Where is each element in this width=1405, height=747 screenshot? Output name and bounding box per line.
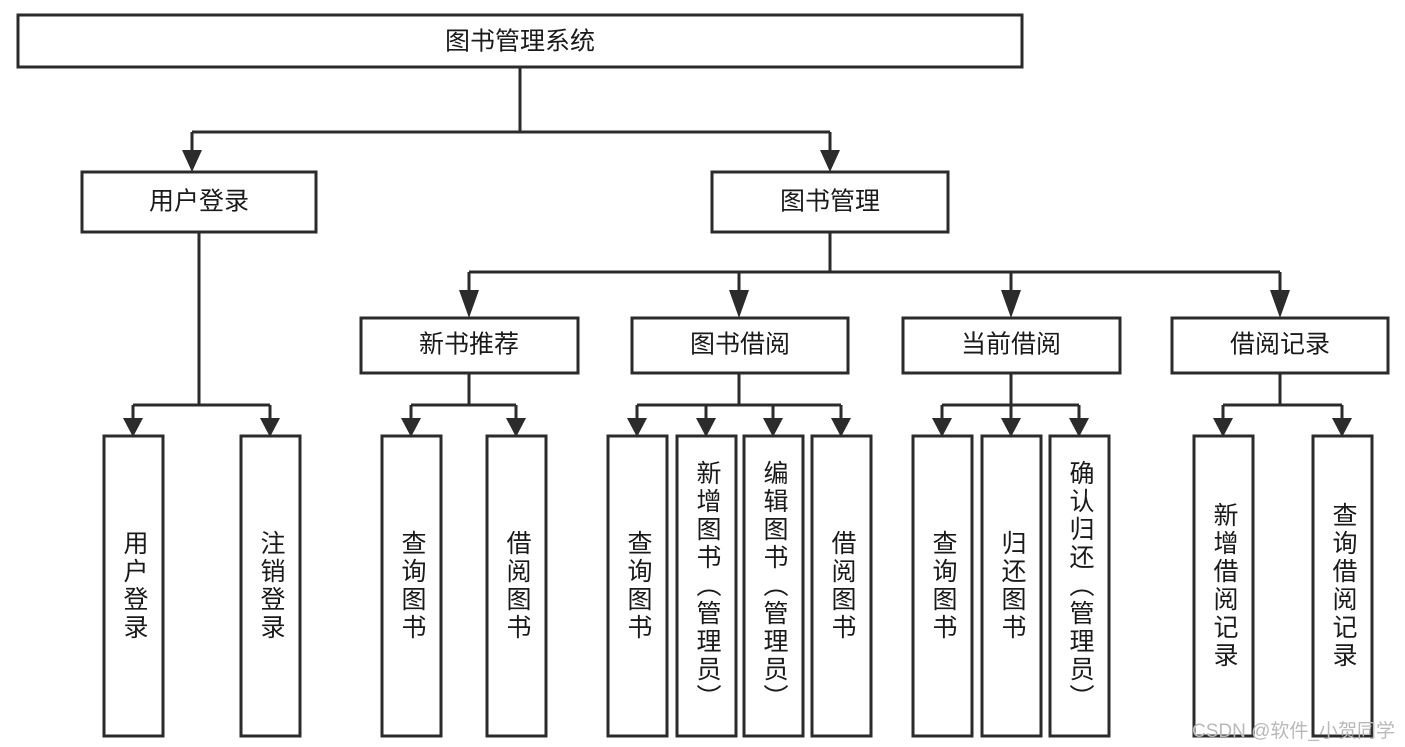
node-new-book-recommendation-label: 新书推荐 [419, 331, 519, 359]
node-borrow-record-label: 借阅记录 [1230, 331, 1330, 359]
leaf-box-9[interactable] [980, 434, 1043, 738]
connector-newbook-to-leaves [409, 373, 518, 420]
leaf-box-10[interactable] [1048, 434, 1111, 738]
node-borrow-record[interactable]: 借阅记录 [1170, 316, 1390, 375]
node-root[interactable]: 图书管理系统 [16, 13, 1024, 69]
leaf-box-1[interactable] [239, 434, 302, 738]
node-book-borrow-box[interactable] [630, 316, 850, 375]
leaf-box-8[interactable] [911, 434, 974, 738]
arrow-to-leaf-5 [696, 418, 716, 437]
leaf-box-3[interactable] [485, 434, 548, 738]
node-root-box[interactable] [16, 13, 1024, 69]
arrow-to-book-management [820, 150, 840, 172]
node-book-management-box[interactable] [710, 170, 950, 234]
arrow-to-leaf-12 [1332, 418, 1352, 437]
leaf-label-3: 借阅图书 [503, 530, 531, 642]
node-book-borrow[interactable]: 图书借阅 [630, 316, 850, 375]
leaf-label-1: 注销登录 [257, 530, 285, 642]
leaf-label-11: 新增借阅记录 [1210, 502, 1238, 670]
leaf-box-11[interactable] [1192, 434, 1255, 738]
arrow-to-leaf-1 [260, 418, 280, 437]
node-user-login[interactable]: 用户登录 [80, 170, 318, 234]
connector-bookmgmt-to-level3 [467, 232, 1282, 292]
arrow-to-leaf-2 [401, 418, 421, 437]
arrow-to-leaf-0 [123, 418, 143, 437]
connector-current-to-leaves [940, 373, 1081, 420]
leaf-label-0: 用户登录 [120, 530, 148, 642]
leaf-box-0[interactable] [102, 434, 165, 738]
connector-group [131, 67, 1344, 420]
csdn-watermark: CSDN @软件_小贺同学 [1192, 721, 1395, 742]
node-new-book-recommendation-box[interactable] [359, 316, 580, 375]
arrow-to-leaf-11 [1213, 418, 1233, 437]
leaf-label-6: 编辑图书（管理员） [760, 460, 788, 712]
node-borrow-record-box[interactable] [1170, 316, 1390, 375]
leaf-label-4: 查询图书 [624, 530, 652, 642]
arrow-to-leaf-9 [1001, 418, 1021, 437]
connector-userlogin-to-leaves [131, 232, 272, 420]
connector-record-to-leaves [1221, 373, 1344, 420]
leaf-box-5[interactable] [675, 434, 738, 738]
leaf-label-9: 归还图书 [998, 530, 1026, 642]
leaf-label-8: 查询图书 [929, 530, 957, 642]
node-root-label: 图书管理系统 [445, 28, 595, 56]
arrow-to-book-borrow [729, 290, 749, 318]
node-book-borrow-label: 图书借阅 [690, 331, 790, 359]
arrow-to-leaf-3 [506, 418, 526, 437]
node-user-login-box[interactable] [80, 170, 318, 234]
arrowhead-group [123, 150, 1352, 437]
arrow-to-new-book-rec [459, 290, 479, 318]
node-new-book-recommendation[interactable]: 新书推荐 [359, 316, 580, 375]
leaf-box-12[interactable] [1311, 434, 1374, 738]
leaf-box-group [102, 434, 1374, 738]
leaf-label-10: 确认归还（管理员） [1066, 460, 1094, 712]
node-current-borrow[interactable]: 当前借阅 [901, 316, 1122, 375]
connector-root-to-level2 [190, 67, 832, 152]
arrow-to-leaf-8 [932, 418, 952, 437]
node-current-borrow-label: 当前借阅 [961, 331, 1061, 359]
arrow-to-leaf-4 [627, 418, 647, 437]
node-book-management[interactable]: 图书管理 [710, 170, 950, 234]
arrow-to-borrow-record [1270, 290, 1290, 318]
leaf-box-4[interactable] [606, 434, 669, 738]
arrow-to-leaf-10 [1069, 418, 1089, 437]
leaf-box-6[interactable] [742, 434, 805, 738]
leaf-box-2[interactable] [380, 434, 443, 738]
leaf-label-7: 借阅图书 [828, 530, 856, 642]
leaf-label-2: 查询图书 [398, 530, 426, 642]
arrow-to-leaf-7 [831, 418, 851, 437]
leaf-label-12: 查询借阅记录 [1329, 502, 1357, 670]
arrow-to-leaf-6 [763, 418, 783, 437]
arrow-to-current-borrow [1001, 290, 1021, 318]
node-book-management-label: 图书管理 [780, 188, 880, 216]
leaf-box-7[interactable] [810, 434, 873, 738]
arrow-to-user-login [182, 150, 202, 172]
node-user-login-label: 用户登录 [149, 188, 249, 216]
leaf-label-5: 新增图书（管理员） [693, 460, 721, 712]
node-current-borrow-box[interactable] [901, 316, 1122, 375]
connector-borrow-to-leaves [635, 373, 843, 420]
